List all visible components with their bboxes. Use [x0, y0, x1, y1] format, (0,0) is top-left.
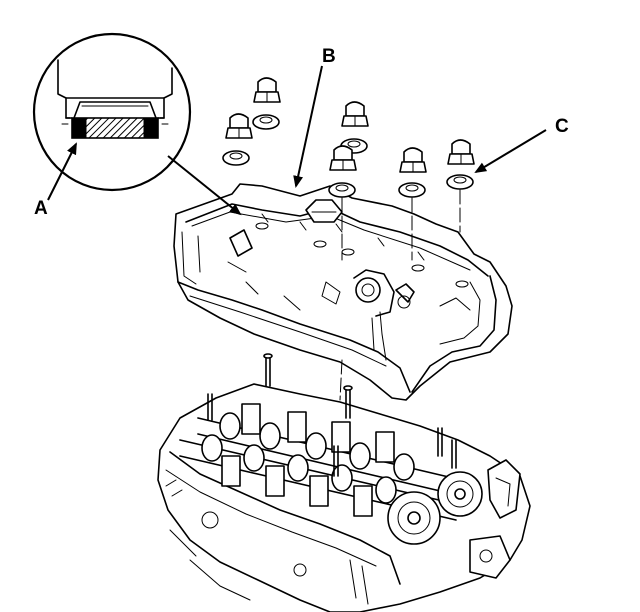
sealing-washer — [252, 114, 280, 130]
sealing-washer — [398, 182, 426, 198]
cap-nut — [399, 147, 427, 173]
gasket-detail-circle — [32, 32, 192, 192]
callout-label-a: A — [34, 198, 48, 219]
callout-label-c: C — [555, 116, 569, 137]
detail-pointer-arrow — [167, 155, 242, 216]
sealing-washer — [446, 174, 474, 190]
callout-c-leader — [474, 129, 547, 174]
cap-nut — [225, 113, 253, 139]
valve-cover — [173, 183, 513, 401]
leader-lines — [47, 65, 547, 216]
cap-nut — [329, 145, 357, 171]
callout-b-leader — [293, 65, 323, 188]
cap-nut — [447, 139, 475, 165]
cap-nut — [341, 101, 369, 127]
alignment-lines — [339, 189, 461, 401]
callout-a-leader — [47, 142, 77, 201]
cylinder-head-assembly — [157, 353, 531, 612]
sealing-washer — [222, 150, 250, 166]
callout-label-b: B — [322, 46, 336, 67]
sealing-washer — [328, 182, 356, 198]
cap-nuts-and-washers — [222, 77, 475, 198]
cap-nut — [253, 77, 281, 103]
